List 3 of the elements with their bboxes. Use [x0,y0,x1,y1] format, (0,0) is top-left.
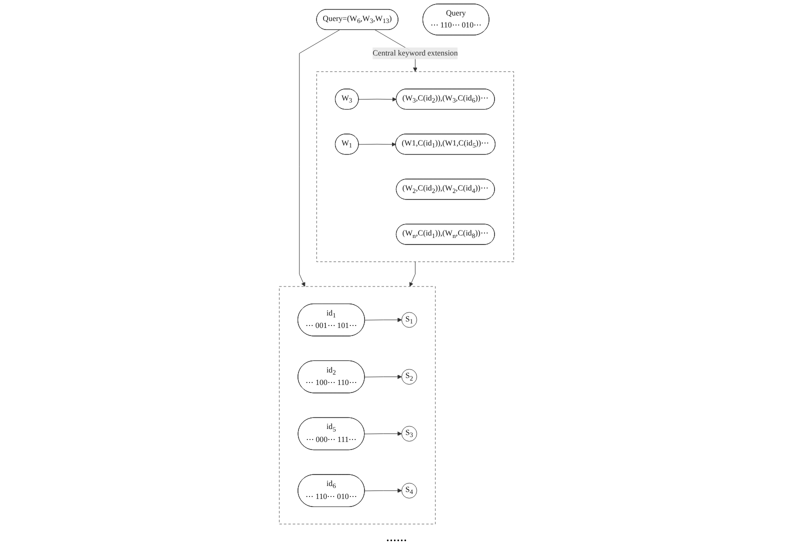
ellipsis-note: ...... [386,530,407,545]
cluster [279,286,436,524]
cluster [316,71,514,262]
